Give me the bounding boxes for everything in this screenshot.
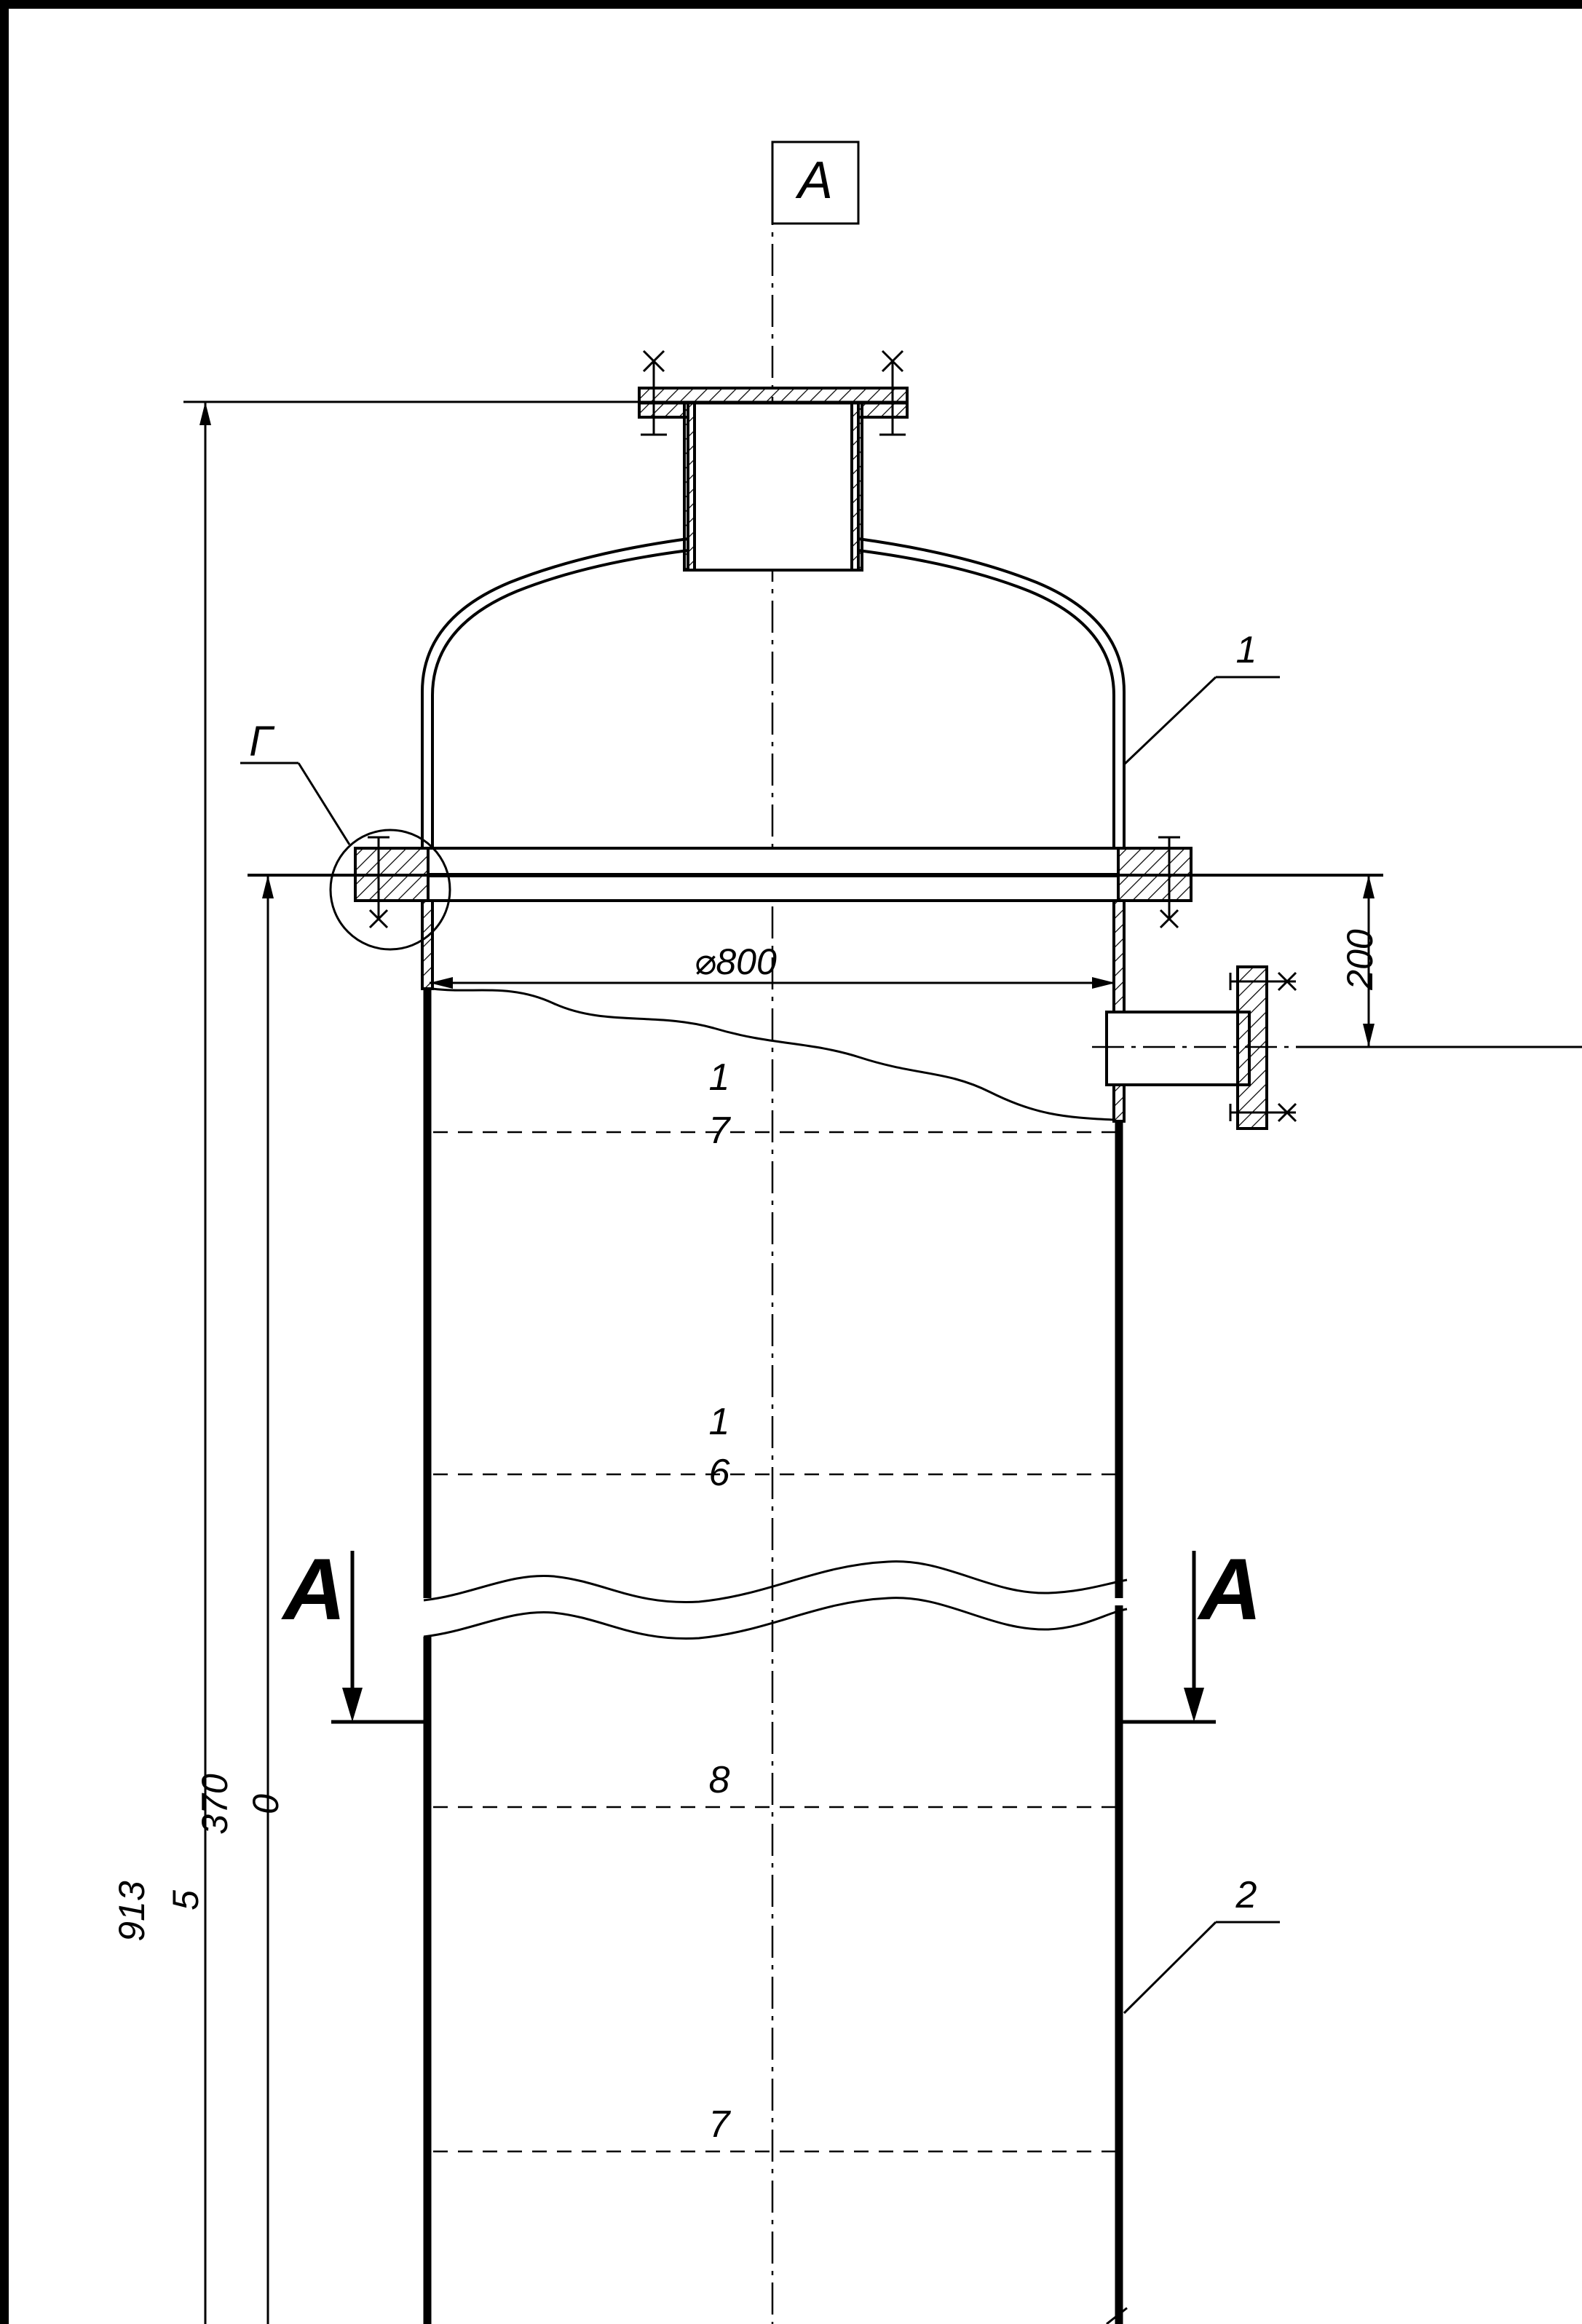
callout-1-label: 1: [1236, 629, 1257, 671]
callout-1: 1: [1123, 629, 1280, 766]
diameter-value: ⌀800: [694, 941, 777, 982]
callout-2: 2: [1123, 1874, 1280, 2015]
detail-label: Г: [249, 718, 275, 765]
elliptical-head: [421, 537, 1126, 848]
section-left-label: А: [281, 1541, 347, 1638]
tray-labels: 1 7 1 6 8 7: [709, 1056, 732, 2146]
tray-label-1-top: 1: [709, 1056, 730, 1099]
side-nozzle: [1092, 965, 1582, 1130]
tray-label-1-bottom: 7: [709, 1110, 732, 1152]
lower-height-dimension: 370 0: [194, 875, 286, 2324]
nozzle-offset-value: 200: [1340, 929, 1380, 991]
shell-bottom-mark: [1106, 2307, 1128, 2324]
lower-height-line1: 370: [194, 1774, 235, 1835]
lower-height-line2: 0: [245, 1794, 286, 1814]
overall-height-line1: 913: [111, 1881, 152, 1942]
diameter-dimension: ⌀800: [430, 941, 1115, 989]
section-view-marker: А: [771, 141, 860, 225]
shell-body: [423, 989, 1123, 2324]
top-nozzle: [638, 349, 909, 572]
detail-marker: Г: [240, 718, 451, 951]
tray-label-3: 8: [709, 1759, 730, 1801]
section-top-label: А: [795, 151, 833, 210]
shell-break-line: [432, 987, 1115, 1121]
overall-height-dimension: 913 5: [111, 400, 639, 2324]
tray-label-2-top: 1: [709, 1401, 730, 1443]
tray-label-2-bottom: 6: [709, 1452, 730, 1494]
nozzle-offset-dimension: 200: [1340, 875, 1380, 1047]
section-cut-markers: А А: [281, 1541, 1262, 1724]
tray-label-4: 7: [709, 2103, 732, 2146]
body-flange: [248, 836, 1383, 929]
tray-lines: [433, 1131, 1115, 2153]
section-right-label: А: [1197, 1541, 1262, 1638]
overall-height-line2: 5: [165, 1890, 206, 1910]
shell-wavy-break: [423, 1560, 1128, 1640]
callout-2-label: 2: [1235, 1874, 1257, 1916]
